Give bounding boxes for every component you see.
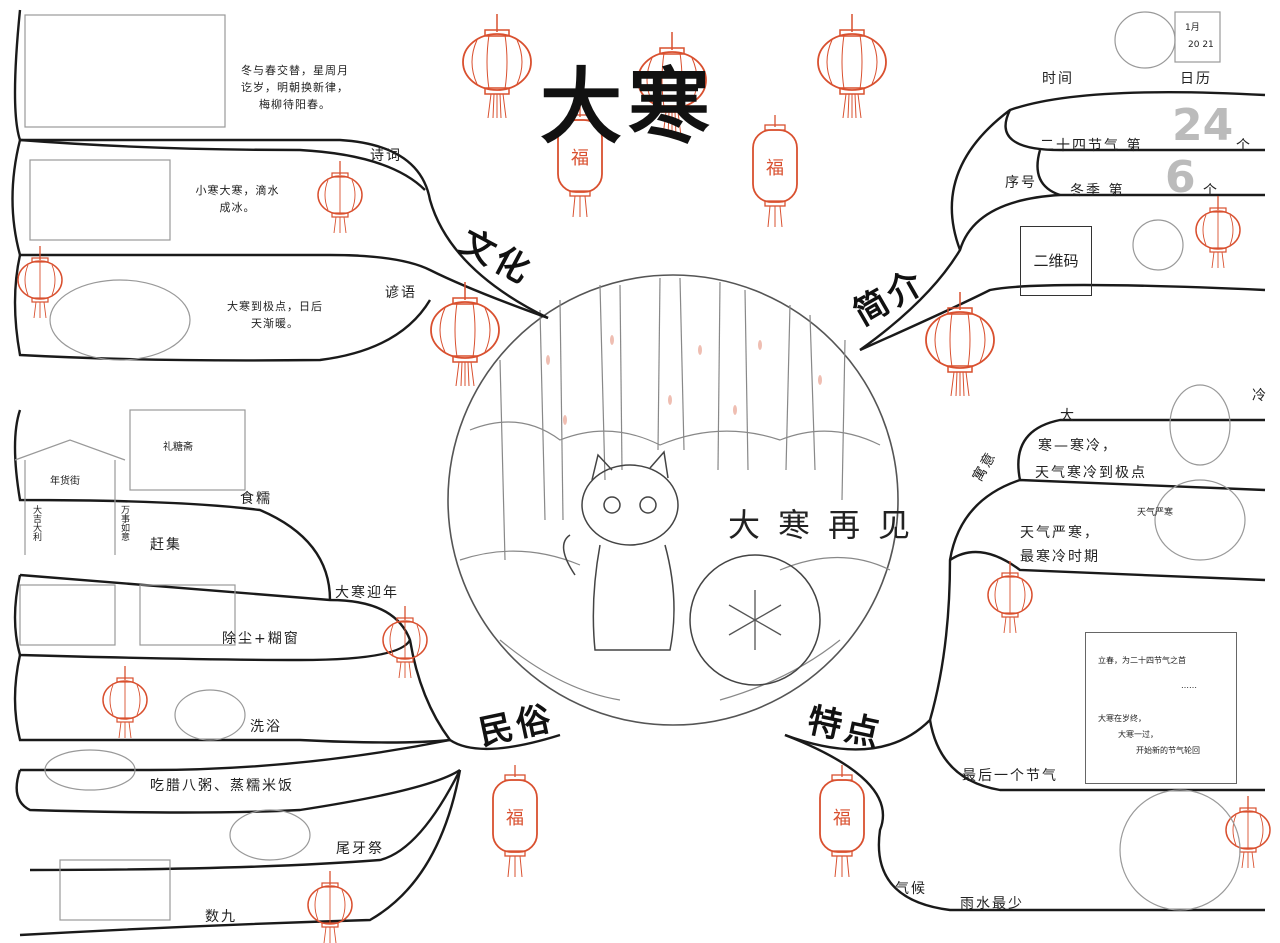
solar-term-number: 24 (1172, 100, 1234, 151)
scroll-poem: 冬与春交替，星周月讫岁，明朝换新律，梅柳待阳春。 (241, 64, 349, 111)
couplet-right: 万事如意 (119, 505, 129, 541)
culture-illustrations (24, 14, 226, 361)
leaf-clean-windows: 除尘+糊窗 (222, 631, 300, 647)
scroll-proverb-1: 小寒大寒，滴水成冰。 (195, 184, 280, 214)
leaf-last-term: 最后一个节气 (962, 768, 1058, 784)
center-illustration (447, 274, 899, 726)
note-line-3: 大寒一过， (1118, 730, 1158, 739)
lantern-fu-4: 福 (833, 808, 851, 829)
page-title: 大寒 (540, 59, 717, 155)
winter-number: 6 (1165, 152, 1196, 203)
leaf-market: 赶集 (150, 537, 182, 553)
center-farewell-text: 大寒再见 (728, 506, 929, 544)
snowball-illustration (689, 554, 821, 686)
leaf-glutinous-food: 食糯 (240, 491, 272, 507)
leaf-da: 大 (1060, 408, 1076, 424)
leaf-proverb: 谚语 (385, 285, 417, 301)
leaf-calendar: 日历 (1180, 71, 1212, 87)
note-paper: 立春，为二十四节气之首 …… 大寒在岁终， 大寒一过， 开始新的节气轮回 (1085, 632, 1237, 784)
market-sign: 年货街 (50, 476, 80, 487)
leaf-winter-order: 冬季 第 (1070, 183, 1125, 199)
leaf-severe: 天气严寒， (1020, 525, 1100, 541)
leaf-solar-term-order: 二十四节气 第 (1040, 138, 1143, 154)
leaf-cold-detail: 天气寒冷到极点 (1035, 465, 1147, 481)
leaf-cold: 寒—寒冷， (1038, 438, 1118, 454)
leaf-count-nine: 数九 (205, 909, 237, 925)
leaf-order: 序号 (1005, 175, 1037, 191)
lantern-fu-2: 福 (766, 158, 784, 179)
features-illustrations (1114, 11, 1246, 911)
scroll-proverb-2: 大寒到极点，日后天渐暖。 (227, 300, 323, 330)
qr-code-box: 二维码 (1020, 226, 1092, 296)
leaf-bath: 洗浴 (250, 719, 282, 735)
leaf-welcome-new-year: 大寒迎年 (335, 585, 399, 601)
unit-1: 个 (1236, 138, 1252, 154)
leaf-coldest: 最寒冷时期 (1020, 549, 1100, 565)
leaf-tail-feast: 尾牙祭 (336, 841, 384, 857)
leaf-poem: 诗词 (370, 148, 402, 164)
calendar-dates: 20 21 (1188, 40, 1214, 50)
customs-illustrations (14, 409, 311, 921)
leaf-little-rain: 雨水最少 (960, 896, 1024, 912)
unit-2: 个 (1203, 183, 1219, 199)
gift-shop-sign: 礼糖斋 (163, 442, 193, 453)
calendar-month: 1月 (1185, 23, 1200, 33)
snowflake-icon (728, 590, 782, 650)
note-line-4: 开始新的节气轮回 (1136, 746, 1200, 755)
note-dots: …… (1181, 681, 1197, 690)
cold-word: 冷 (1252, 388, 1266, 404)
branch-lines (11, 9, 1266, 937)
lantern-fu-3: 福 (506, 808, 524, 829)
note-line-1: 立春，为二十四节气之首 (1098, 656, 1186, 665)
note-line-2: 大寒在岁终， (1098, 714, 1146, 723)
leaf-porridge: 吃腊八粥、蒸糯米饭 (150, 778, 294, 794)
lantern-fu-1: 福 (571, 148, 589, 169)
couplet-left: 大吉大利 (31, 505, 41, 541)
leaf-time: 时间 (1042, 71, 1074, 87)
leaf-climate: 气候 (895, 881, 927, 897)
speech-bubble-text: 天气严寒 (1137, 508, 1174, 518)
